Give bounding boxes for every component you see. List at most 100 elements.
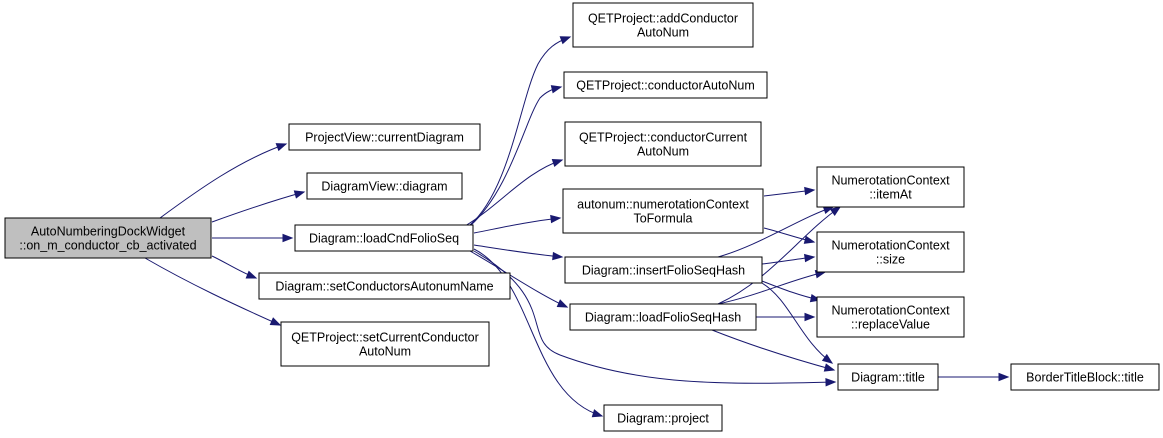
arrowhead-icon — [998, 372, 1010, 382]
node-pv_currentDiagram[interactable]: ProjectView::currentDiagram — [288, 123, 481, 151]
node-box — [280, 321, 490, 367]
node-label: ::on_m_conductor_cb_activated — [19, 239, 196, 253]
node-d_loadCndFolioSeq[interactable]: Diagram::loadCndFolioSeq — [294, 224, 474, 252]
node-label: NumerotationContext — [831, 239, 950, 253]
node-label: Diagram::project — [617, 412, 709, 426]
node-box — [306, 172, 463, 200]
node-label: autonum::numerotationContext — [577, 198, 749, 212]
edge-d_loadCndFolioSeq-to-d_project — [473, 248, 604, 418]
node-label: QETProject::addConductor — [588, 12, 738, 26]
edge-d_loadFolioSeqHash-to-nc_replaceValue — [756, 312, 816, 322]
edge-d_title-to-btb_title — [938, 372, 1010, 382]
node-label: Diagram::setConductorsAutonumName — [275, 280, 493, 294]
node-nc_itemAt[interactable]: NumerotationContext::itemAt — [816, 166, 965, 208]
node-d_insertFolioSeqHash[interactable]: Diagram::insertFolioSeqHash — [564, 256, 763, 284]
node-label: ::replaceValue — [851, 318, 930, 332]
node-box — [816, 166, 965, 208]
edges-layer — [144, 36, 1010, 418]
edge-root-to-pv_currentDiagram — [159, 143, 288, 219]
edge-line — [711, 329, 835, 371]
edge-line — [473, 250, 836, 384]
node-dv_diagram[interactable]: DiagramView::diagram — [306, 172, 463, 200]
node-label: AutoNum — [637, 145, 689, 159]
edge-an_numerotationContextToFormula-to-nc_size — [763, 227, 816, 244]
arrowhead-icon — [293, 190, 306, 199]
arrowhead-icon — [245, 270, 258, 279]
node-d_title[interactable]: Diagram::title — [837, 363, 939, 391]
edge-line — [717, 206, 834, 258]
node-label: AutoNumberingDockWidget — [31, 225, 186, 239]
edge-d_loadCndFolioSeq-to-qp_conductorCurrentAutoNum — [464, 158, 564, 227]
edge-line — [473, 217, 561, 234]
node-label: Diagram::loadFolioSeqHash — [585, 311, 741, 325]
edge-root-to-dv_diagram — [211, 190, 306, 223]
arrowhead-icon — [550, 85, 563, 94]
arrowhead-icon — [823, 363, 836, 372]
node-root[interactable]: AutoNumberingDockWidget::on_m_conductor_… — [4, 217, 212, 259]
edge-line — [717, 271, 826, 305]
arrowhead-icon — [829, 206, 842, 216]
node-label: Diagram::insertFolioSeqHash — [582, 264, 745, 278]
edge-an_numerotationContextToFormula-to-nc_itemAt — [763, 186, 816, 197]
edge-line — [469, 36, 571, 226]
node-box — [603, 404, 723, 432]
arrowhead-icon — [282, 233, 294, 243]
edge-line — [464, 159, 563, 227]
node-label: DiagramView::diagram — [321, 180, 447, 194]
node-box — [569, 303, 757, 331]
node-label: ProjectView::currentDiagram — [305, 131, 464, 145]
node-box — [564, 256, 763, 284]
arrowhead-icon — [275, 143, 288, 152]
node-label: QETProject::conductorAutoNum — [576, 79, 755, 93]
node-box — [837, 363, 939, 391]
node-qp_conductorAutoNum[interactable]: QETProject::conductorAutoNum — [563, 71, 768, 99]
node-box — [816, 231, 965, 273]
node-label: BorderTitleBlock::title — [1026, 371, 1144, 385]
node-box — [4, 217, 212, 259]
node-box — [563, 71, 768, 99]
edge-line — [473, 248, 603, 417]
node-label: AutoNum — [359, 345, 411, 359]
node-d_setConductorsAutonumName[interactable]: Diagram::setConductorsAutonumName — [258, 272, 511, 300]
node-box — [294, 224, 474, 252]
node-nc_replaceValue[interactable]: NumerotationContext::replaceValue — [816, 296, 965, 338]
node-box — [288, 123, 481, 151]
edge-d_loadCndFolioSeq-to-qp_conductorAutoNum — [469, 85, 563, 227]
edge-line — [473, 244, 563, 258]
node-d_loadFolioSeqHash[interactable]: Diagram::loadFolioSeqHash — [569, 303, 757, 331]
edge-line — [717, 206, 841, 305]
edge-root-to-d_setConductorsAutonumName — [211, 255, 258, 279]
node-box — [572, 2, 754, 48]
node-label: ::itemAt — [869, 188, 912, 202]
arrowhead-icon — [591, 409, 604, 418]
edge-line — [469, 86, 562, 227]
node-label: QETProject::conductorCurrent — [579, 131, 748, 145]
edge-line — [469, 250, 568, 308]
edge-root-to-d_loadCndFolioSeq — [212, 233, 294, 243]
arrowhead-icon — [551, 158, 564, 168]
node-btb_title[interactable]: BorderTitleBlock::title — [1010, 363, 1160, 391]
arrowhead-icon — [821, 353, 834, 364]
edge-line — [211, 191, 305, 223]
arrowhead-icon — [550, 214, 562, 224]
edge-line — [144, 257, 281, 326]
node-d_project[interactable]: Diagram::project — [603, 404, 723, 432]
nodes-layer: AutoNumberingDockWidget::on_m_conductor_… — [4, 2, 1160, 432]
node-label: Diagram::title — [851, 371, 925, 385]
edge-line — [159, 143, 287, 219]
node-label: QETProject::setCurrentConductor — [291, 331, 479, 345]
edge-root-to-qp_setCurrentConductorAutoNum — [144, 257, 282, 326]
arrowhead-icon — [269, 317, 282, 326]
edge-d_loadCndFolioSeq-to-d_loadFolioSeqHash — [469, 250, 569, 308]
edge-d_loadCndFolioSeq-to-an_numerotationContextToFormula — [473, 214, 562, 234]
arrowhead-icon — [803, 235, 816, 244]
node-nc_size[interactable]: NumerotationContext::size — [816, 231, 965, 273]
arrowhead-icon — [804, 312, 816, 322]
edge-d_loadCndFolioSeq-to-d_insertFolioSeqHash — [473, 244, 564, 261]
arrowhead-icon — [559, 36, 572, 45]
